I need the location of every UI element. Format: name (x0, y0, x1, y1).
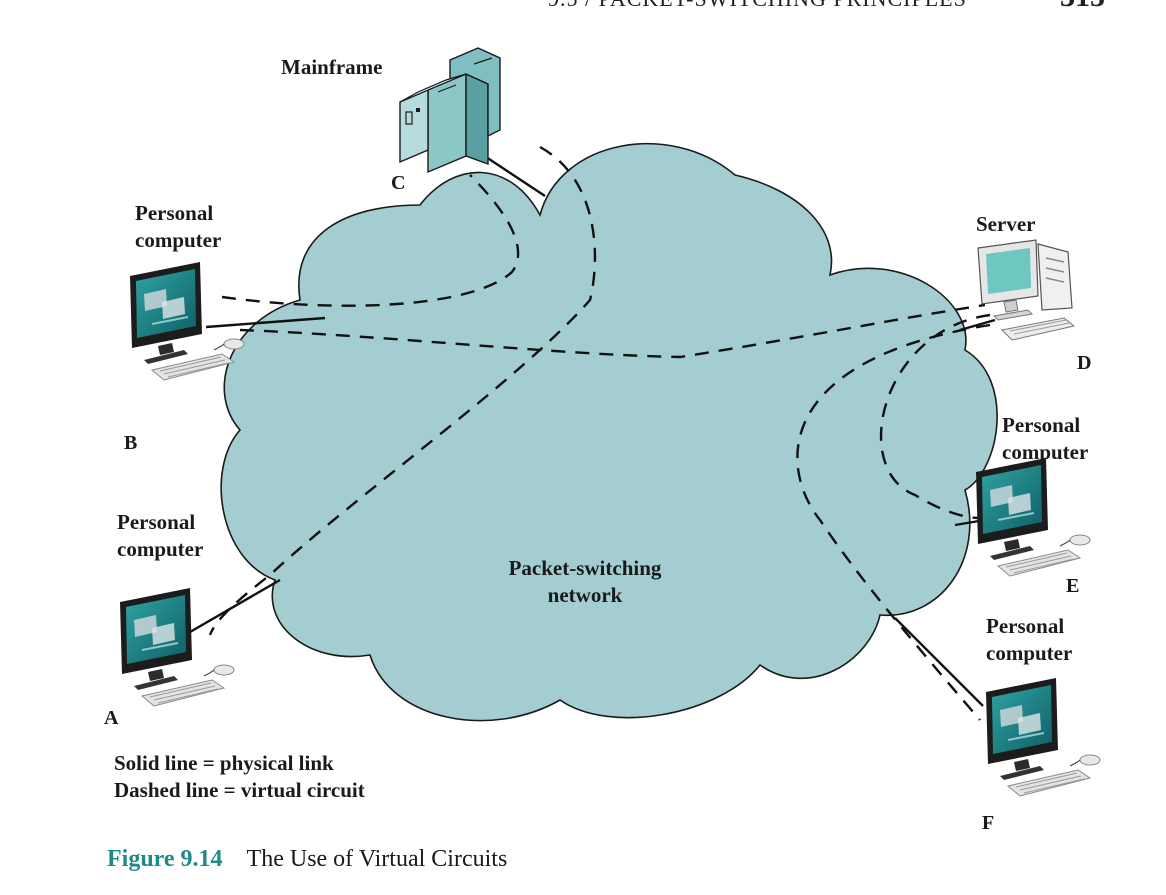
network-label: Packet-switching network (508, 556, 662, 607)
pc-f-icon (985, 677, 1101, 797)
vc-d-e (879, 313, 991, 520)
mainframe-letter: C (391, 172, 406, 194)
legend-solid: Solid line = physical link (114, 751, 334, 775)
mainframe-label: Mainframe (281, 55, 383, 79)
pc-e-icon (975, 457, 1091, 577)
pc-f-label: Personal computer (986, 614, 1073, 665)
pc-b-letter: B (124, 432, 138, 454)
link-b (205, 316, 326, 329)
pc-b-label: Personal computer (135, 201, 222, 252)
page-number: 315 (1060, 0, 1105, 14)
server-label: Server (976, 212, 1036, 236)
link-a (189, 578, 281, 634)
legend: Solid line = physical link Dashed line =… (114, 750, 365, 804)
figure-number: Figure 9.14 (107, 846, 223, 872)
running-header: 9.5 / PACKET-SWITCHING PRINCIPLES (548, 0, 967, 12)
vc-b-d (239, 303, 986, 359)
link-c (482, 153, 546, 198)
figure-title: The Use of Virtual Circuits (246, 846, 508, 872)
vc-d-f (796, 323, 991, 721)
mainframe-icon (399, 47, 501, 174)
link-f (894, 617, 984, 707)
vc-b-c (221, 174, 520, 307)
pc-b-icon (129, 261, 245, 381)
pc-f-letter: F (982, 812, 995, 834)
figure-caption: Figure 9.14 The Use of Virtual Circuits (107, 846, 507, 873)
server-letter: D (1077, 352, 1092, 374)
server-icon (977, 239, 1076, 341)
pc-e-letter: E (1066, 575, 1080, 597)
pc-e-label: Personal computer (1002, 413, 1089, 464)
packet-switching-cloud (220, 143, 998, 722)
vc-c-a (208, 145, 597, 636)
legend-dashed: Dashed line = virtual circuit (114, 778, 365, 802)
pc-a-icon (119, 587, 235, 707)
pc-a-label: Personal computer (117, 510, 204, 561)
pc-a-letter: A (104, 707, 119, 729)
